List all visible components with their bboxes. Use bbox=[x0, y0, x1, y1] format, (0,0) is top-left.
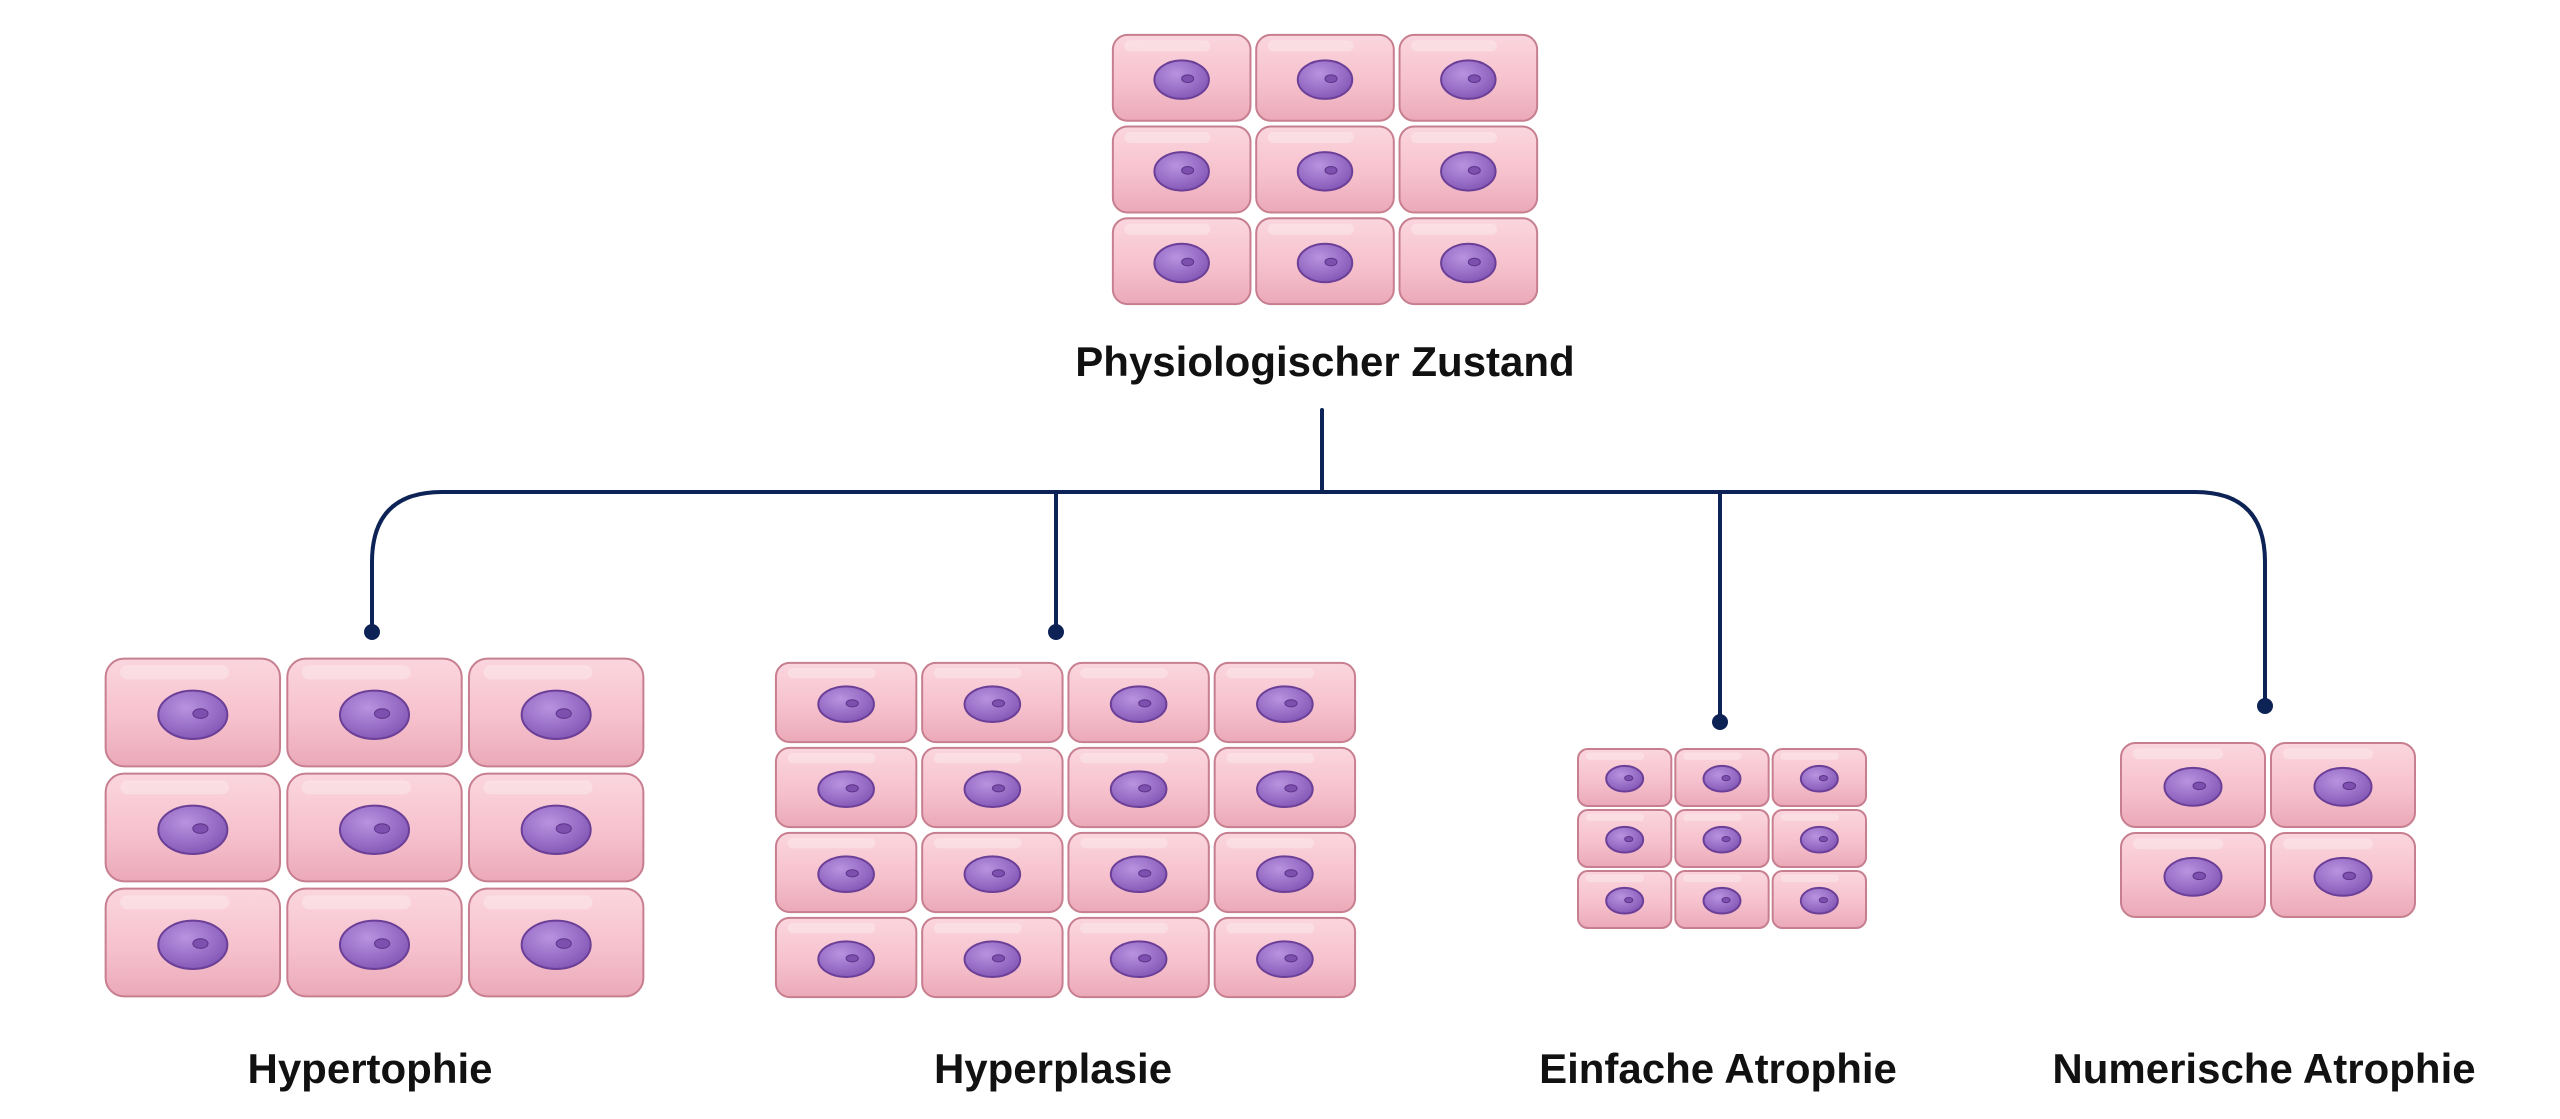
numerical-atrophy-cell bbox=[2120, 742, 2266, 828]
hyperplasia-connector-dot bbox=[1048, 624, 1064, 640]
hyperplasia-cell bbox=[1067, 746, 1210, 829]
root-cell bbox=[1255, 125, 1395, 214]
hypertrophy-cell bbox=[286, 772, 463, 883]
simple-atrophy-cell bbox=[1577, 809, 1673, 868]
simple-atrophy-cell-grid bbox=[1577, 748, 1867, 929]
hypertrophy-cell-grid bbox=[104, 657, 645, 998]
root-cell bbox=[1111, 217, 1252, 306]
numerical-atrophy-label: Numerische Atrophie bbox=[2052, 1045, 2475, 1092]
numerical-atrophy-cell bbox=[2120, 832, 2266, 918]
root-cell bbox=[1255, 33, 1395, 122]
hypertrophy-cell bbox=[467, 657, 645, 768]
root-cell bbox=[1255, 217, 1395, 306]
simple-atrophy-cell bbox=[1674, 809, 1770, 868]
hyperplasia-cell bbox=[921, 746, 1064, 829]
hyperplasia-cell bbox=[1213, 746, 1357, 829]
hyperplasia-cell bbox=[921, 916, 1064, 999]
root-cell-grid bbox=[1111, 33, 1539, 306]
hyperplasia-cell bbox=[1213, 831, 1357, 914]
root-cell bbox=[1111, 33, 1252, 122]
hypertrophy-cell bbox=[467, 772, 645, 883]
hypertrophy-cell bbox=[104, 657, 282, 768]
hyperplasia-cell bbox=[774, 916, 918, 999]
hypertrophy-cell bbox=[286, 657, 463, 768]
numerical-atrophy-cell bbox=[2270, 832, 2416, 918]
hyperplasia-cell bbox=[774, 661, 918, 744]
hypertrophy-cell bbox=[467, 887, 645, 998]
hyperplasia-cell bbox=[1213, 661, 1357, 744]
hypertrophy-connector-dot bbox=[364, 624, 380, 640]
root-cell bbox=[1398, 33, 1539, 122]
hyperplasia-cell bbox=[1213, 916, 1357, 999]
hyperplasia-cell bbox=[1067, 661, 1210, 744]
hypertrophy-label: Hypertophie bbox=[247, 1045, 492, 1092]
connector-lines bbox=[364, 408, 2273, 730]
hypertrophy-cell bbox=[104, 772, 282, 883]
hyperplasia-cell-grid bbox=[774, 661, 1357, 999]
root-cell bbox=[1398, 217, 1539, 306]
hyperplasia-cell bbox=[921, 661, 1064, 744]
root-cell bbox=[1111, 125, 1252, 214]
simple-atrophy-cell bbox=[1771, 809, 1867, 868]
numerical-atrophy-connector-dot bbox=[2257, 698, 2273, 714]
simple-atrophy-cell bbox=[1674, 870, 1770, 929]
simple-atrophy-cell bbox=[1771, 748, 1867, 807]
root-cell bbox=[1398, 125, 1539, 214]
simple-atrophy-cell bbox=[1771, 870, 1867, 929]
simple-atrophy-label: Einfache Atrophie bbox=[1539, 1045, 1897, 1092]
simple-atrophy-connector-dot bbox=[1712, 714, 1728, 730]
hyperplasia-cell bbox=[774, 831, 918, 914]
simple-atrophy-cell bbox=[1674, 748, 1770, 807]
hyperplasia-cell bbox=[1067, 831, 1210, 914]
hypertrophy-cell bbox=[286, 887, 463, 998]
branch-bus-line bbox=[370, 490, 2267, 708]
simple-atrophy-cell bbox=[1577, 748, 1673, 807]
hyperplasia-label: Hyperplasie bbox=[934, 1045, 1172, 1092]
root-label: Physiologischer Zustand bbox=[1075, 338, 1574, 385]
simple-atrophy-cell bbox=[1577, 870, 1673, 929]
numerical-atrophy-cell-grid bbox=[2120, 742, 2416, 918]
hyperplasia-cell bbox=[1067, 916, 1210, 999]
hyperplasia-cell bbox=[921, 831, 1064, 914]
hypertrophy-cell bbox=[104, 887, 282, 998]
numerical-atrophy-cell bbox=[2270, 742, 2416, 828]
hyperplasia-cell bbox=[774, 746, 918, 829]
